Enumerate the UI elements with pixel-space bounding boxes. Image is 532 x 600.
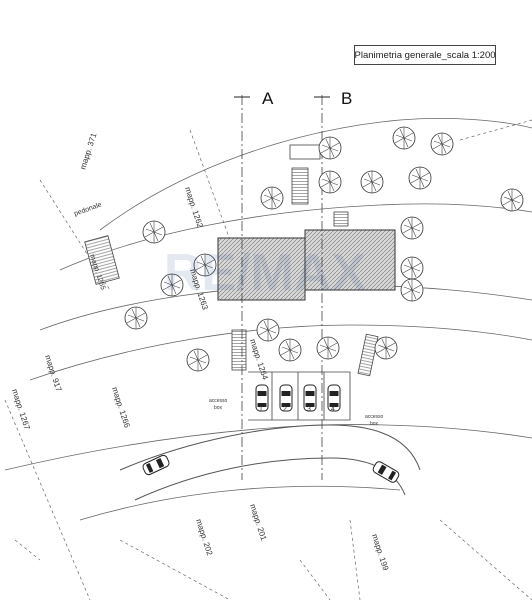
parcel-label-1262: mapp. 1262 — [183, 186, 205, 229]
access-label-left-2: box — [214, 405, 223, 411]
buildings — [217, 229, 396, 301]
access-label-right-2: box — [370, 421, 379, 427]
plan-title: Planimetria generale_scala 1:200 — [354, 45, 496, 65]
parcel-label-1264: mapp. 1264 — [248, 338, 270, 381]
parking-bays — [248, 371, 351, 421]
parking-number-4: 4 — [331, 406, 335, 413]
property-lines — [4, 119, 532, 600]
access-label-left-1: accesso — [209, 398, 228, 404]
parcel-label-371: mapp. 371 — [78, 131, 98, 170]
car-icons — [141, 384, 401, 485]
section-lines — [241, 95, 323, 480]
parcel-label-1267: mapp. 1267 — [10, 388, 32, 431]
section-a-label: A — [262, 89, 274, 108]
watermark-logo: RE/MAX — [164, 244, 367, 302]
parking-number-2: 2 — [283, 406, 287, 413]
parking-number-3: 3 — [307, 406, 311, 413]
path-label-pedonale: pedonale — [73, 201, 103, 217]
parcel-label-199: mapp. 199 — [370, 533, 390, 572]
parcel-label-917: mapp. 917 — [43, 354, 63, 393]
parcel-label-1266: mapp. 1266 — [110, 386, 132, 429]
parking-number-1: 1 — [259, 406, 263, 413]
section-b-label: B — [341, 89, 352, 108]
parcel-label-202: mapp. 202 — [194, 518, 214, 557]
stairs — [84, 144, 379, 377]
access-label-right-1: accesso — [365, 414, 384, 420]
parcel-label-201: mapp. 201 — [248, 503, 268, 542]
